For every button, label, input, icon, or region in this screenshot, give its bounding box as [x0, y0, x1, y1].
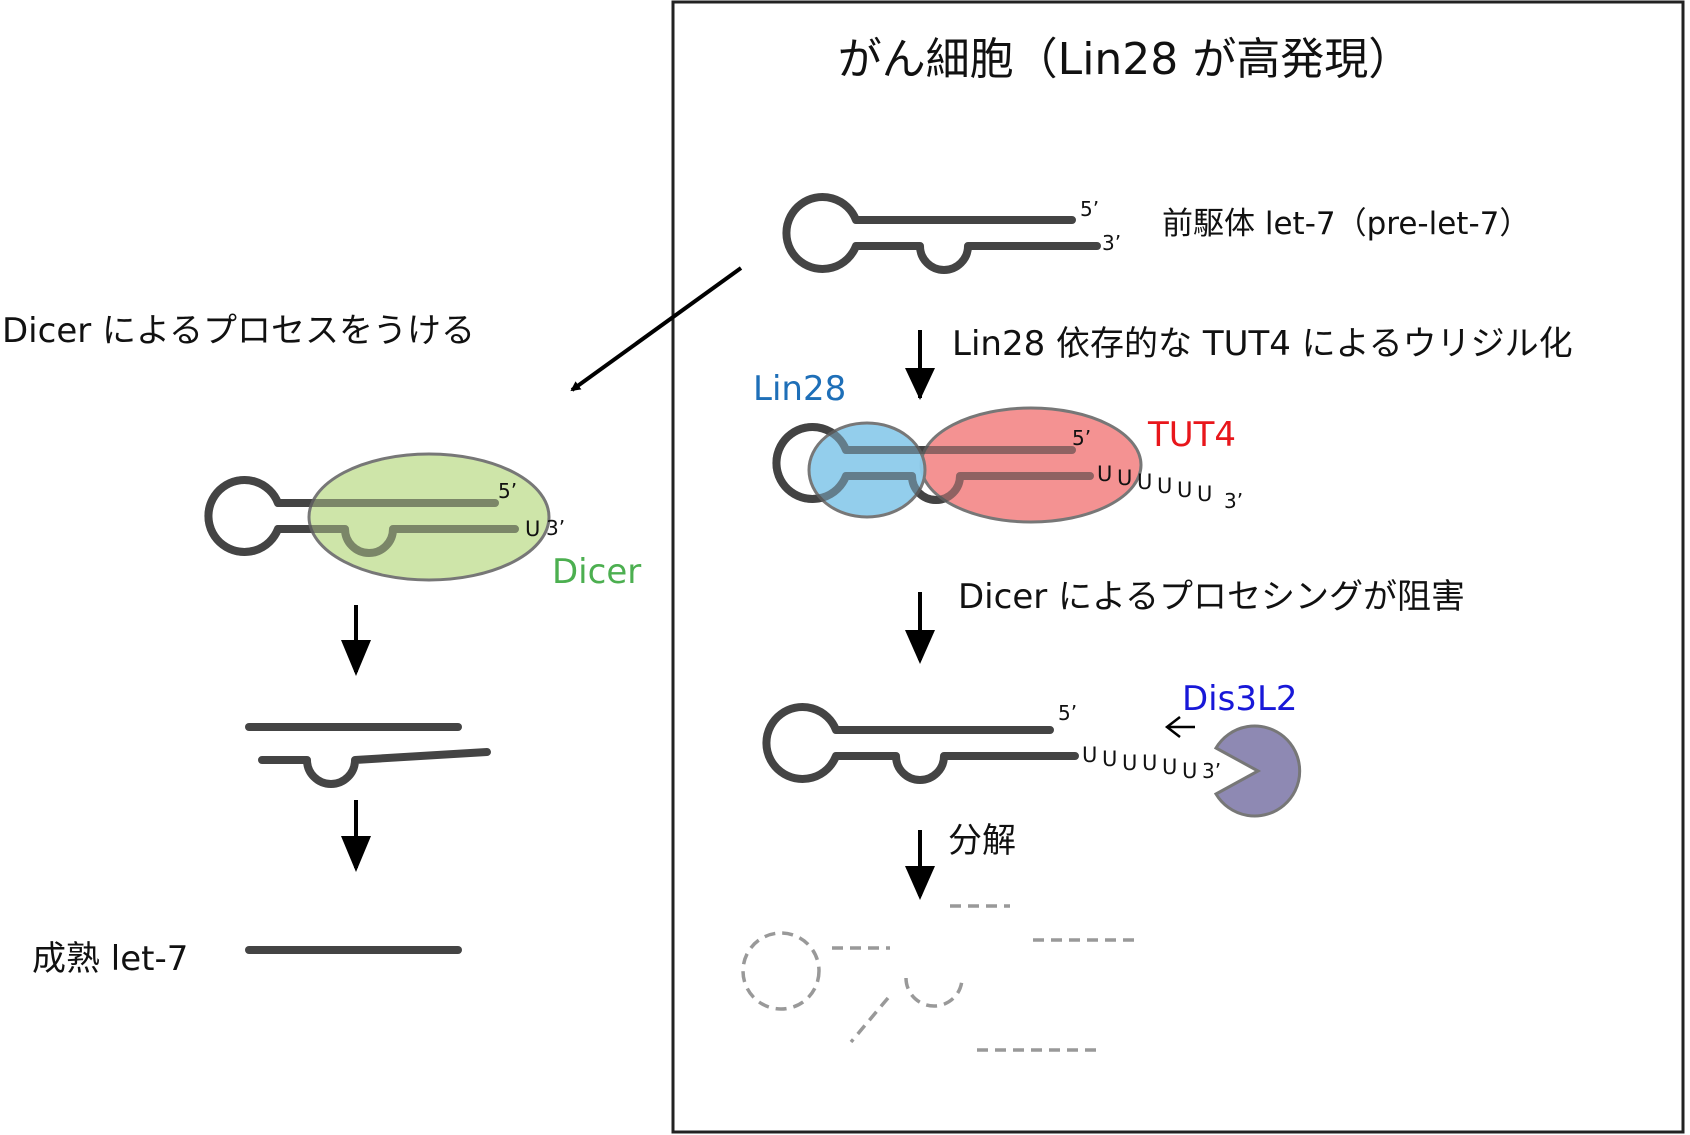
dis3l2-label: Dis3L2 — [1182, 679, 1298, 719]
precursor-three-prime: 3’ — [1102, 231, 1121, 255]
u-tail-2-2: U — [1122, 751, 1137, 775]
u-tail-1-3: U — [1157, 474, 1172, 498]
let7-duplex — [245, 723, 491, 788]
step3-label: 分解 — [948, 821, 1016, 861]
step2-label: Dicer によるプロセシングが阻害 — [958, 577, 1465, 617]
arrow-step3-head — [905, 866, 935, 900]
step1-label: Lin28 依存的な TUT4 によるウリジル化 — [952, 324, 1573, 364]
arrow-step1-head — [905, 368, 935, 400]
uridylated-five-prime: 5’ — [1058, 701, 1077, 725]
tut4-label: TUT4 — [1147, 415, 1236, 455]
u-tail-1-2: U — [1137, 470, 1152, 494]
u-tail-uridylated: U U U U U U — [1097, 462, 1212, 506]
dicer-step-label: Dicer によるプロセスをうける — [2, 311, 475, 351]
lin28-ellipse — [807, 421, 927, 519]
precursor-label: 前駆体 let-7（pre-let-7） — [1162, 206, 1530, 242]
dicer-ellipse — [307, 452, 551, 582]
mature-let7-label: 成熟 let-7 — [32, 939, 188, 979]
uridylated-pre-let7 — [762, 703, 1079, 784]
u-tail-2-3: U — [1142, 751, 1157, 775]
dicer-five-prime: 5’ — [498, 479, 517, 503]
dis3l2-pacman — [1213, 724, 1302, 818]
dicer-three-prime: 3’ — [546, 516, 565, 540]
u-tail-2-1: U — [1102, 747, 1117, 771]
dis3l2-attack-arrow-head — [1164, 716, 1181, 738]
u-tail-1-4: U — [1177, 478, 1192, 502]
fragment-4 — [849, 996, 890, 1044]
complex-three-prime: 3’ — [1224, 489, 1243, 513]
arrow-left-2-head — [341, 836, 371, 872]
u-tail-1-0: U — [1097, 462, 1112, 486]
precursor-let7-hairpin — [782, 193, 1101, 274]
fragment-loop — [741, 931, 821, 1011]
panel-title: がん細胞（Lin28 が高発現） — [838, 34, 1413, 85]
complex-five-prime: 5’ — [1072, 426, 1091, 450]
fragment-bulge — [904, 977, 964, 1008]
u-tail-1-1: U — [1117, 466, 1132, 490]
u-tail-1-5: U — [1197, 482, 1212, 506]
arrow-step2-head — [905, 630, 935, 664]
cancer-cell-panel — [671, 0, 1685, 1134]
arrow-left-1-head — [341, 640, 371, 676]
precursor-five-prime: 5’ — [1080, 197, 1099, 221]
u-tail-2-0: U — [1082, 743, 1097, 767]
u-tail-degradation: U U U U U U — [1082, 743, 1197, 783]
lin28-tut4-complex — [772, 406, 1143, 524]
uridylated-three-prime: 3’ — [1202, 759, 1221, 783]
arrow-to-dicer-branch — [570, 266, 743, 392]
dicer-u-tail: U — [525, 517, 540, 541]
dicer-complex — [204, 452, 551, 582]
lin28-label: Lin28 — [753, 369, 846, 409]
u-tail-2-4: U — [1162, 755, 1177, 779]
degraded-fragments — [741, 904, 1135, 1052]
u-tail-2-5: U — [1182, 759, 1197, 783]
dicer-label: Dicer — [552, 552, 641, 592]
